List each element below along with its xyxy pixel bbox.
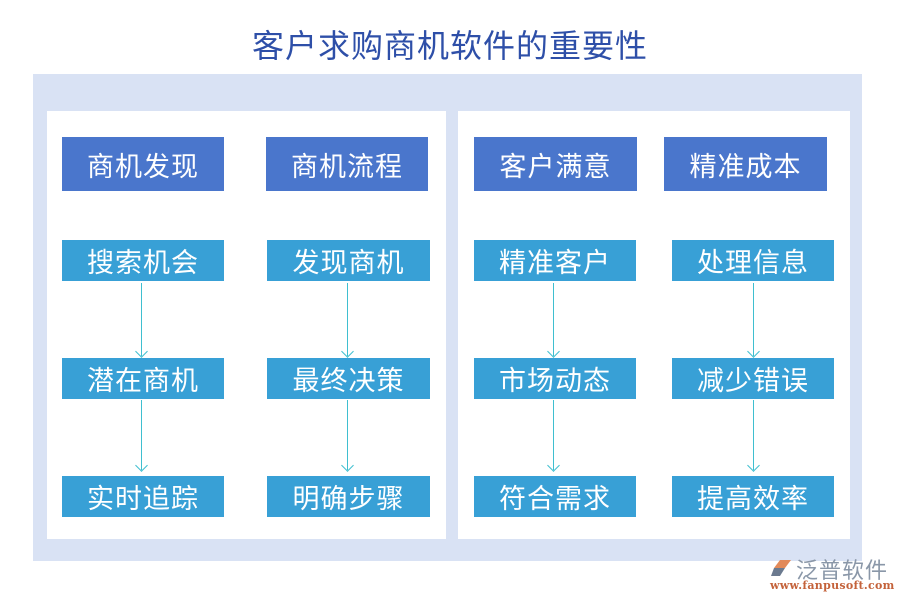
- step-box: 最终决策: [267, 358, 430, 399]
- arrow-down-icon: [347, 283, 348, 356]
- arrow-down-icon: [141, 400, 142, 470]
- step-box: 明确步骤: [267, 476, 430, 517]
- arrow-down-icon: [553, 400, 554, 470]
- arrow-down-icon: [753, 400, 754, 470]
- step-box: 减少错误: [672, 358, 834, 399]
- arrow-down-icon: [141, 283, 142, 356]
- step-box: 搜索机会: [62, 240, 224, 281]
- step-box: 处理信息: [672, 240, 834, 281]
- arrow-down-icon: [753, 283, 754, 356]
- step-box: 发现商机: [267, 240, 430, 281]
- step-box: 市场动态: [474, 358, 636, 399]
- arrow-down-icon: [347, 400, 348, 470]
- logo-url: www.fanpusoft.com: [770, 579, 895, 592]
- step-box: 符合需求: [474, 476, 636, 517]
- page-title: 客户求购商机软件的重要性: [251, 27, 648, 65]
- step-box: 提高效率: [672, 476, 834, 517]
- header-box-opportunity-discovery: 商机发现: [62, 137, 224, 191]
- arrow-down-icon: [553, 283, 554, 356]
- logo-name: 泛普软件: [796, 559, 889, 584]
- logo-mark-icon: [771, 560, 791, 576]
- step-box: 潜在商机: [62, 358, 224, 399]
- header-box-precise-cost: 精准成本: [664, 137, 827, 191]
- step-box: 精准客户: [474, 240, 636, 281]
- header-box-opportunity-process: 商机流程: [266, 137, 428, 191]
- step-box: 实时追踪: [62, 476, 224, 517]
- brand-logo: 泛普软件 www.fanpusoft.com: [768, 557, 898, 597]
- header-box-customer-satisfaction: 客户满意: [474, 137, 637, 191]
